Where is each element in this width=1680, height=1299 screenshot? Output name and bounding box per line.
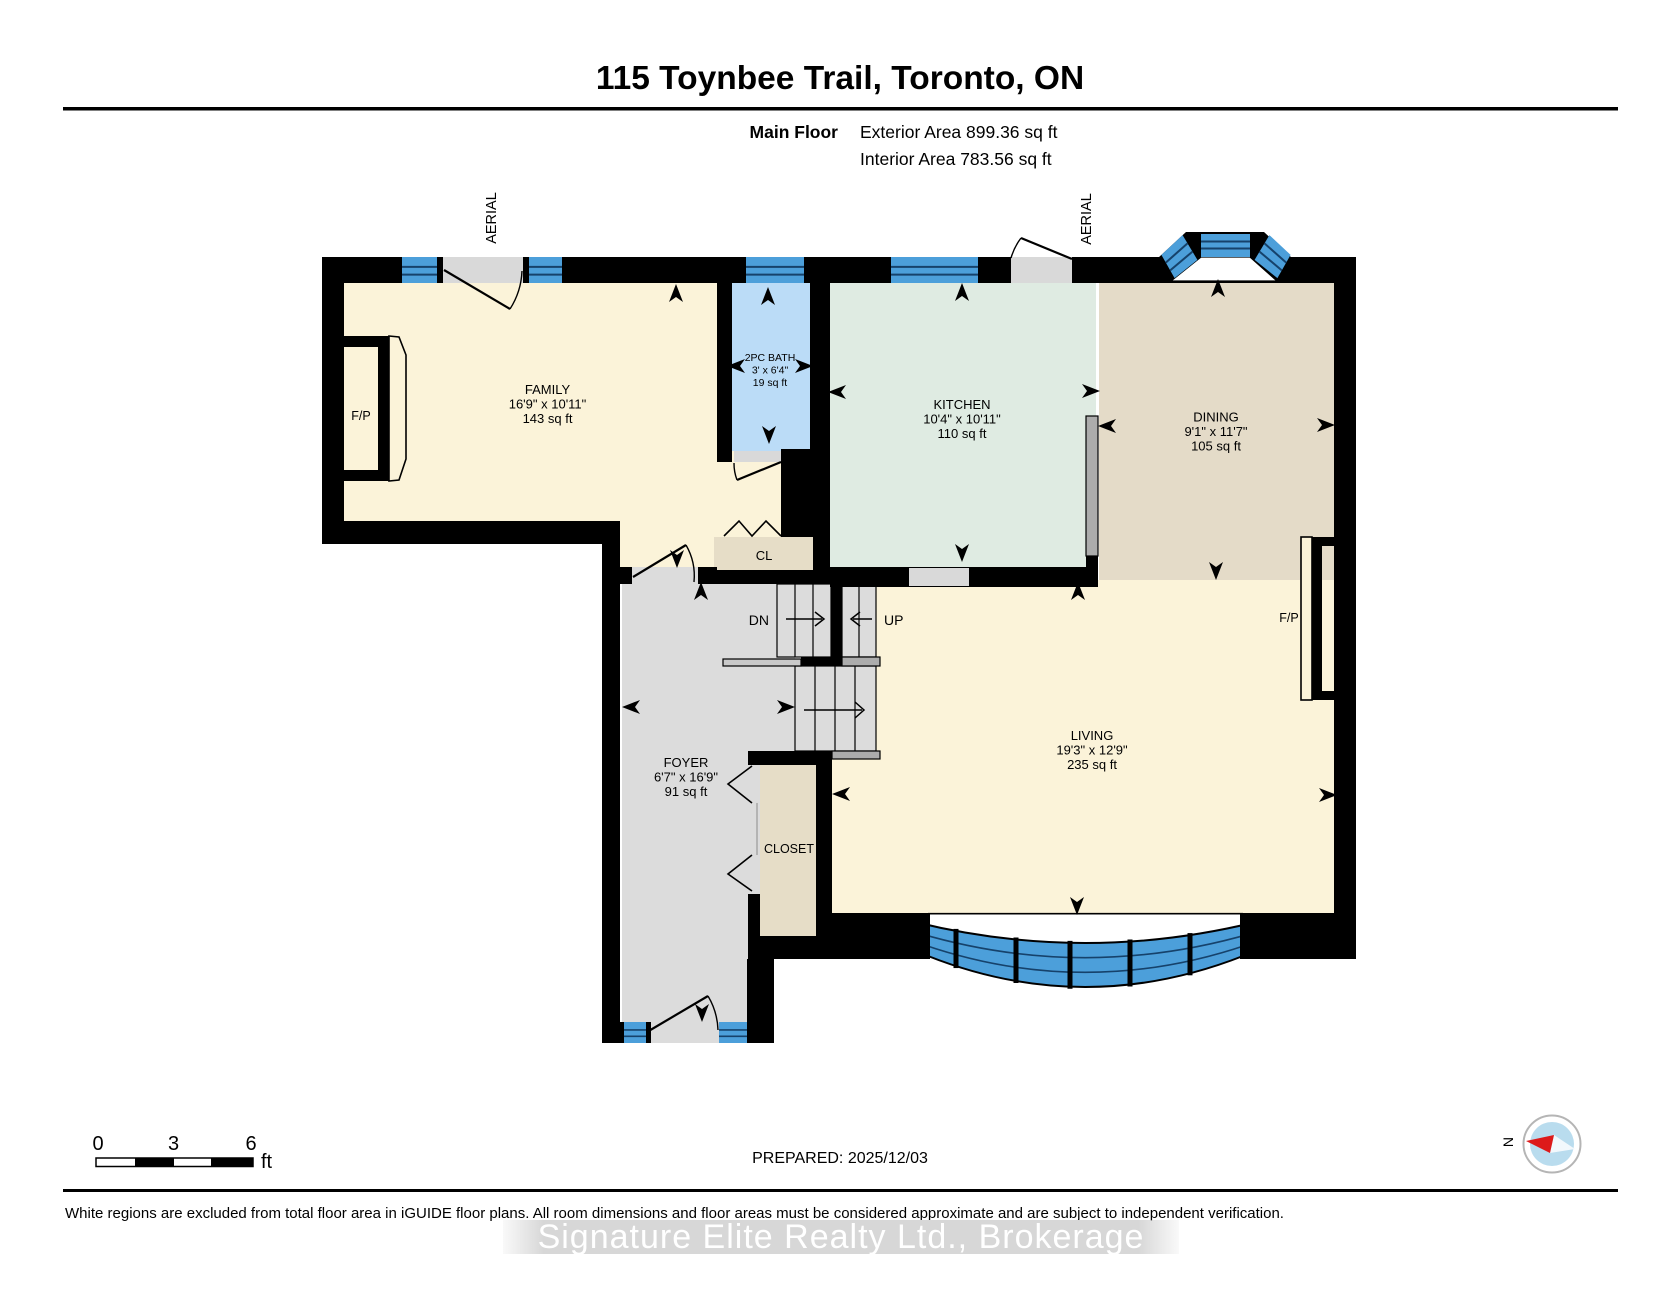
svg-text:UP: UP bbox=[884, 612, 903, 628]
svg-text:Main Floor: Main Floor bbox=[750, 122, 839, 142]
svg-text:91 sq ft: 91 sq ft bbox=[665, 784, 708, 799]
svg-text:CLOSET: CLOSET bbox=[764, 842, 814, 856]
svg-text:Interior Area 783.56 sq ft: Interior Area 783.56 sq ft bbox=[860, 149, 1052, 169]
svg-text:F/P: F/P bbox=[351, 409, 370, 423]
svg-text:235 sq ft: 235 sq ft bbox=[1067, 757, 1117, 772]
svg-text:143 sq ft: 143 sq ft bbox=[523, 411, 573, 426]
svg-text:KITCHEN: KITCHEN bbox=[933, 397, 990, 412]
svg-text:6'7" x 16'9": 6'7" x 16'9" bbox=[654, 770, 718, 785]
svg-text:16'9" x 10'11": 16'9" x 10'11" bbox=[509, 397, 587, 412]
svg-text:LIVING: LIVING bbox=[1071, 728, 1114, 743]
svg-text:CL: CL bbox=[756, 548, 773, 563]
svg-text:19'3" x 12'9": 19'3" x 12'9" bbox=[1056, 743, 1128, 758]
svg-text:F/P: F/P bbox=[1279, 611, 1298, 625]
svg-text:FAMILY: FAMILY bbox=[525, 382, 571, 397]
svg-text:AERIAL: AERIAL bbox=[1079, 193, 1095, 245]
svg-text:0: 0 bbox=[92, 1133, 103, 1155]
svg-text:Exterior Area 899.36 sq ft: Exterior Area 899.36 sq ft bbox=[860, 122, 1058, 142]
svg-text:115 Toynbee Trail, Toronto, ON: 115 Toynbee Trail, Toronto, ON bbox=[596, 60, 1084, 97]
svg-text:Signature Elite Realty Ltd., B: Signature Elite Realty Ltd., Brokerage bbox=[538, 1218, 1145, 1256]
svg-text:N: N bbox=[1500, 1137, 1516, 1147]
svg-text:White regions are excluded fro: White regions are excluded from total fl… bbox=[65, 1205, 1284, 1222]
svg-text:3: 3 bbox=[168, 1133, 179, 1155]
svg-text:DINING: DINING bbox=[1193, 410, 1239, 425]
svg-text:ft: ft bbox=[261, 1151, 273, 1173]
svg-text:DN: DN bbox=[749, 612, 769, 628]
svg-text:PREPARED: 2025/12/03: PREPARED: 2025/12/03 bbox=[752, 1150, 928, 1167]
svg-text:110 sq ft: 110 sq ft bbox=[938, 426, 987, 441]
svg-text:19 sq ft: 19 sq ft bbox=[753, 377, 788, 389]
svg-text:10'4" x 10'11": 10'4" x 10'11" bbox=[923, 412, 1001, 427]
svg-text:FOYER: FOYER bbox=[664, 755, 709, 770]
svg-text:AERIAL: AERIAL bbox=[484, 192, 500, 244]
svg-text:3' x 6'4": 3' x 6'4" bbox=[752, 365, 789, 377]
svg-text:6: 6 bbox=[245, 1133, 256, 1155]
svg-text:2PC BATH: 2PC BATH bbox=[745, 352, 796, 364]
svg-text:105 sq ft: 105 sq ft bbox=[1191, 439, 1241, 454]
svg-text:9'1" x 11'7": 9'1" x 11'7" bbox=[1184, 424, 1247, 439]
